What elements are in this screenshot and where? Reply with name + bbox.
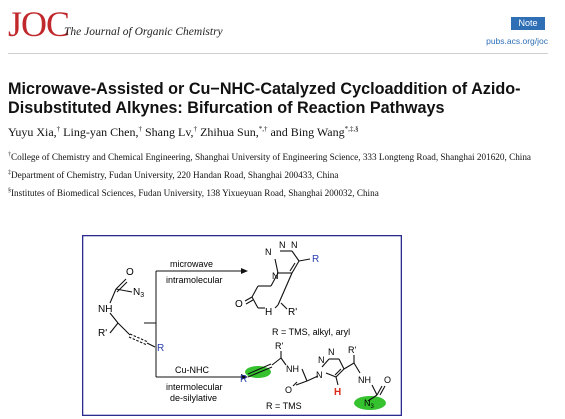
low-azide-n3: N3: [364, 398, 375, 410]
low-triazole-n1: N: [316, 370, 323, 380]
condition-intermolecular: intermolecular: [166, 382, 223, 392]
author-1-marks: †: [56, 125, 61, 133]
author-2-marks: †: [138, 125, 143, 133]
low-r-prime-2: R': [348, 345, 356, 355]
header-divider: [8, 53, 548, 54]
author-4-marks: *,†: [258, 125, 268, 133]
author-2[interactable]: Ling-yan Chen,†: [63, 125, 142, 139]
journal-logo-mark: JOC: [8, 4, 70, 44]
low-r-group: R: [240, 374, 247, 385]
low-amide-nh-1: NH: [286, 364, 299, 374]
condition-microwave: microwave: [170, 259, 213, 269]
upper-product: [244, 250, 311, 310]
low-r-prime-1: R': [275, 341, 283, 351]
up-triazole-n1: N: [265, 247, 272, 257]
affiliation-list: †College of Chemistry and Chemical Engin…: [8, 150, 558, 204]
up-r-group: R: [312, 254, 319, 265]
sm-oxygen: O: [126, 267, 134, 278]
author-5[interactable]: and Bing Wang*,‡,§: [270, 125, 359, 139]
affiliation-2: ‡Department of Chemistry, Fudan Universi…: [8, 170, 339, 181]
upper-r-definition: R = TMS, alkyl, aryl: [272, 327, 350, 337]
lower-r-definition: R = TMS: [266, 401, 302, 411]
up-ring-n: N: [272, 271, 279, 281]
up-triazole-n3: N: [291, 240, 298, 250]
sm-amide-nh: NH: [98, 304, 112, 315]
azide-highlight: [354, 396, 386, 410]
sm-azide-n3: N3: [133, 287, 144, 299]
author-5-marks: *,‡,§: [344, 125, 359, 133]
sm-r-group: R: [157, 343, 164, 354]
starting-material: [109, 278, 156, 348]
author-list: Yuyu Xia,† Ling-yan Chen,† Shang Lv,† Zh…: [8, 125, 359, 140]
condition-de-silylative: de-silylative: [170, 393, 217, 403]
up-amide-nh: H: [265, 307, 272, 318]
reaction-scheme: O NH N3 R' R microwave intramolecular Cu…: [82, 235, 402, 416]
article-type-badge: Note: [511, 17, 545, 30]
toc-graphic: O NH N3 R' R microwave intramolecular Cu…: [82, 235, 402, 416]
author-4[interactable]: Zhihua Sun,*,†: [200, 125, 268, 139]
upper-arrow-head: [241, 268, 248, 274]
low-oxygen-1: O: [285, 385, 292, 395]
low-triazole-n3: N: [328, 347, 335, 357]
condition-cu-nhc: Cu-NHC: [175, 365, 210, 375]
author-3[interactable]: Shang Lv,†: [145, 125, 198, 139]
journal-name: The Journal of Organic Chemistry: [64, 26, 223, 38]
up-r-prime: R': [288, 307, 297, 318]
journal-site-link[interactable]: pubs.acs.org/joc: [486, 36, 548, 46]
up-triazole-n2: N: [279, 240, 286, 250]
paper-title-line-1: Microwave-Assisted or Cu−NHC-Catalyzed C…: [8, 80, 521, 98]
paper-title-line-2: Disubstituted Alkynes: Bifurcation of Re…: [8, 98, 445, 117]
affiliation-1: †College of Chemistry and Chemical Engin…: [8, 152, 532, 163]
lower-product: [247, 351, 386, 402]
lower-arrow-head: [241, 374, 248, 380]
sm-r-prime: R': [98, 328, 107, 339]
paper-title: Microwave-Assisted or Cu−NHC-Catalyzed C…: [8, 80, 558, 117]
low-amide-nh-2: NH: [358, 375, 371, 385]
condition-intramolecular: intramolecular: [166, 275, 223, 285]
low-oxygen-2: O: [384, 375, 391, 385]
author-3-marks: †: [193, 125, 198, 133]
low-triazole-n2: N: [318, 355, 325, 365]
bifurcation-arrows: [144, 270, 242, 378]
low-triazole-h: H: [334, 387, 341, 398]
toc-frame: [82, 235, 402, 416]
up-oxygen: O: [235, 299, 243, 310]
affiliation-3: §Institutes of Biomedical Sciences, Fuda…: [8, 188, 379, 199]
author-1[interactable]: Yuyu Xia,†: [8, 125, 61, 139]
